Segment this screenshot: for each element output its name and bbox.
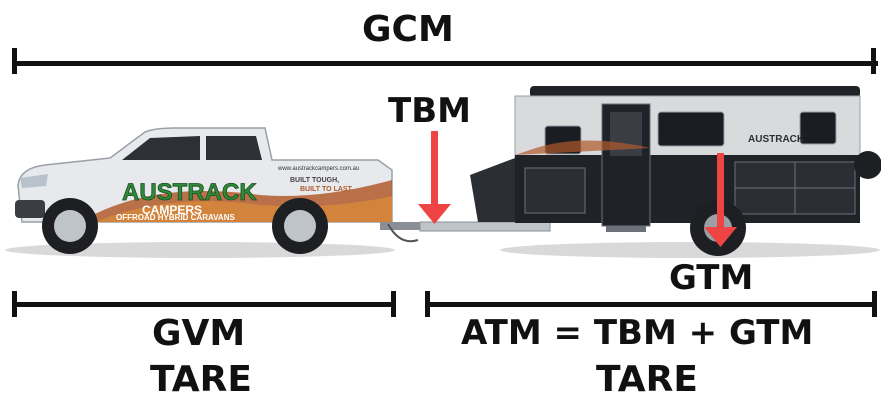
tbm-arrow: [418, 131, 451, 224]
drawbar: [380, 221, 551, 243]
trailer-span-left-cap: [425, 291, 430, 317]
trailer-span-bar: [425, 302, 877, 307]
vehicle-span-left-cap: [12, 291, 17, 317]
gtm-arrow: [704, 153, 737, 247]
gcm-bar-left-cap: [12, 48, 17, 74]
gcm-bar: [12, 61, 878, 66]
ute-slogan-2-text: BUILT TO LAST: [300, 186, 353, 193]
ute-tagline-text: OFFROAD HYBRID CARAVANS: [116, 213, 235, 222]
gcm-label: GCM: [362, 9, 454, 50]
vehicle-span-bar: [12, 302, 396, 307]
ute-website-text: www.austrackcampers.com.au: [277, 166, 359, 172]
ute-slogan-1-text: BUILT TOUGH,: [290, 177, 339, 184]
trailer-brand-text: AUSTRACK: [748, 134, 805, 145]
gtm-label: GTM: [669, 258, 754, 298]
vehicle-span-right-cap: [391, 291, 396, 317]
atm-formula-label: ATM = TBM + GTM: [461, 313, 814, 353]
trailer-tare-label: TARE: [596, 359, 698, 400]
ute-brand-line2-text: CAMPERS: [142, 203, 202, 217]
trailer-span-right-cap: [872, 291, 877, 317]
gvm-label: GVM: [152, 313, 246, 354]
camper-trailer: [470, 86, 881, 258]
tbm-label: TBM: [388, 91, 471, 131]
ute-brand-text: AUSTRACK: [122, 179, 257, 206]
ute-vehicle: [5, 127, 395, 258]
vehicle-tare-label: TARE: [150, 359, 252, 400]
gcm-bar-right-cap: [871, 48, 876, 74]
